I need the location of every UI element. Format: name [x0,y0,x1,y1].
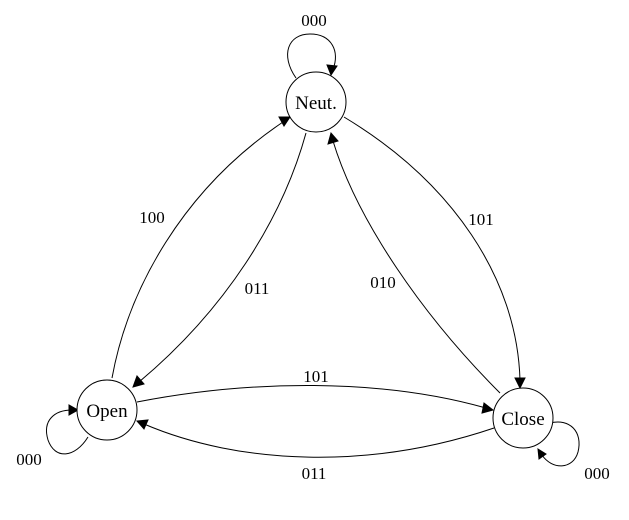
edge-close-self-loop [537,421,580,467]
node-open: Open [76,379,138,441]
edge-close-to-neutral [327,131,501,394]
edge-label-neutral-to-close: 101 [468,210,494,229]
edge-label-close-to-neutral: 010 [370,273,396,292]
edge-open-to-neutral [111,116,291,379]
edge-open-self-loop [46,404,89,455]
edge-neutral-to-close [343,116,526,390]
node-neutral-label: Neut. [295,93,337,114]
node-open-label: Open [86,401,128,422]
edge-neutral-self-loop [287,33,338,79]
node-close-label: Close [501,409,544,430]
edge-label-open-to-neutral: 100 [139,208,165,227]
edge-close-to-open [135,419,495,458]
edge-open-to-close [136,384,495,414]
edge-label-neutral-self: 000 [301,11,327,30]
edge-label-close-to-open: 011 [302,464,327,483]
edge-label-close-self: 000 [584,464,610,483]
edge-label-open-self: 000 [16,450,42,469]
node-close: Close [492,387,554,449]
edge-label-open-to-close: 101 [303,367,329,386]
edge-label-neutral-to-open: 011 [245,279,270,298]
edge-neutral-to-open [132,132,307,388]
node-neutral: Neut. [285,71,347,133]
